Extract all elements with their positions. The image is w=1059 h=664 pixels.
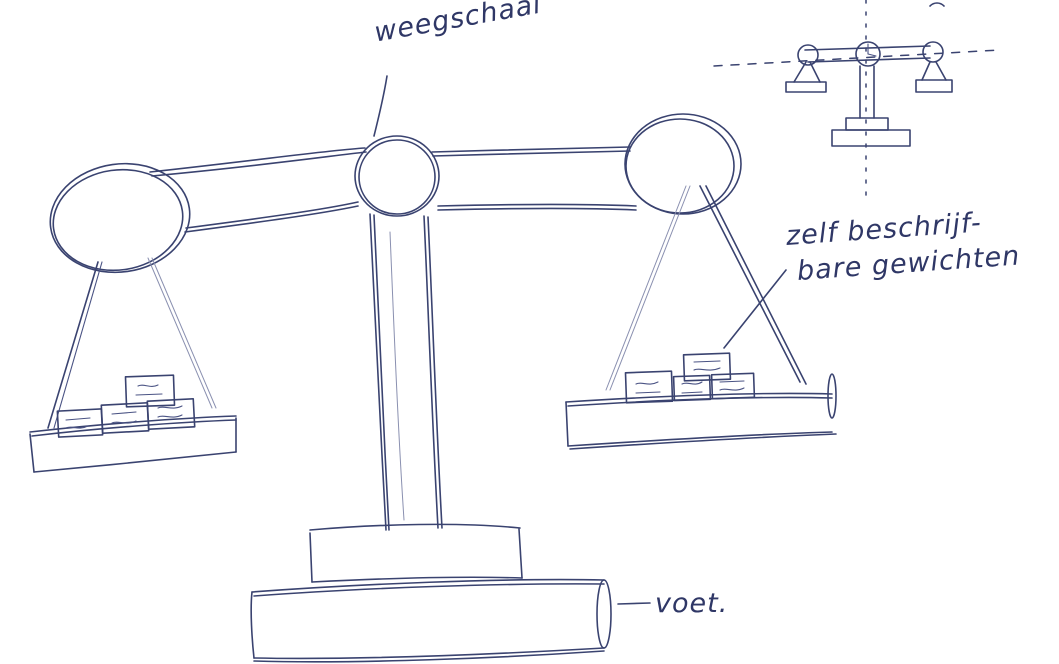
right-pan-strings (605, 185, 807, 391)
right-pivot-wheel (624, 113, 742, 215)
scale-pointer-line (373, 75, 388, 137)
foot-pointer-line (617, 602, 651, 605)
base-upper-block (309, 523, 523, 583)
left-pivot-wheel (49, 162, 191, 274)
weight-block (146, 398, 196, 430)
left-pan-strings (47, 257, 217, 429)
schematic-annotation-tail (929, 2, 945, 7)
central-column (369, 213, 443, 531)
right-pan (565, 373, 837, 450)
weight-block (124, 374, 176, 408)
left-weights (56, 374, 196, 438)
weights-pointer-line (723, 269, 787, 349)
weight-block (624, 370, 674, 404)
weight-block (682, 352, 732, 382)
annotation-foot: voet. (655, 588, 729, 619)
weight-block (710, 372, 756, 400)
center-pivot-wheel (354, 135, 440, 217)
schematic-mini-scale (713, 0, 1001, 201)
base-foot (250, 578, 612, 663)
right-weights (624, 352, 756, 404)
scale-beam (149, 146, 637, 233)
left-pan (29, 415, 237, 473)
weight-block (672, 374, 712, 402)
